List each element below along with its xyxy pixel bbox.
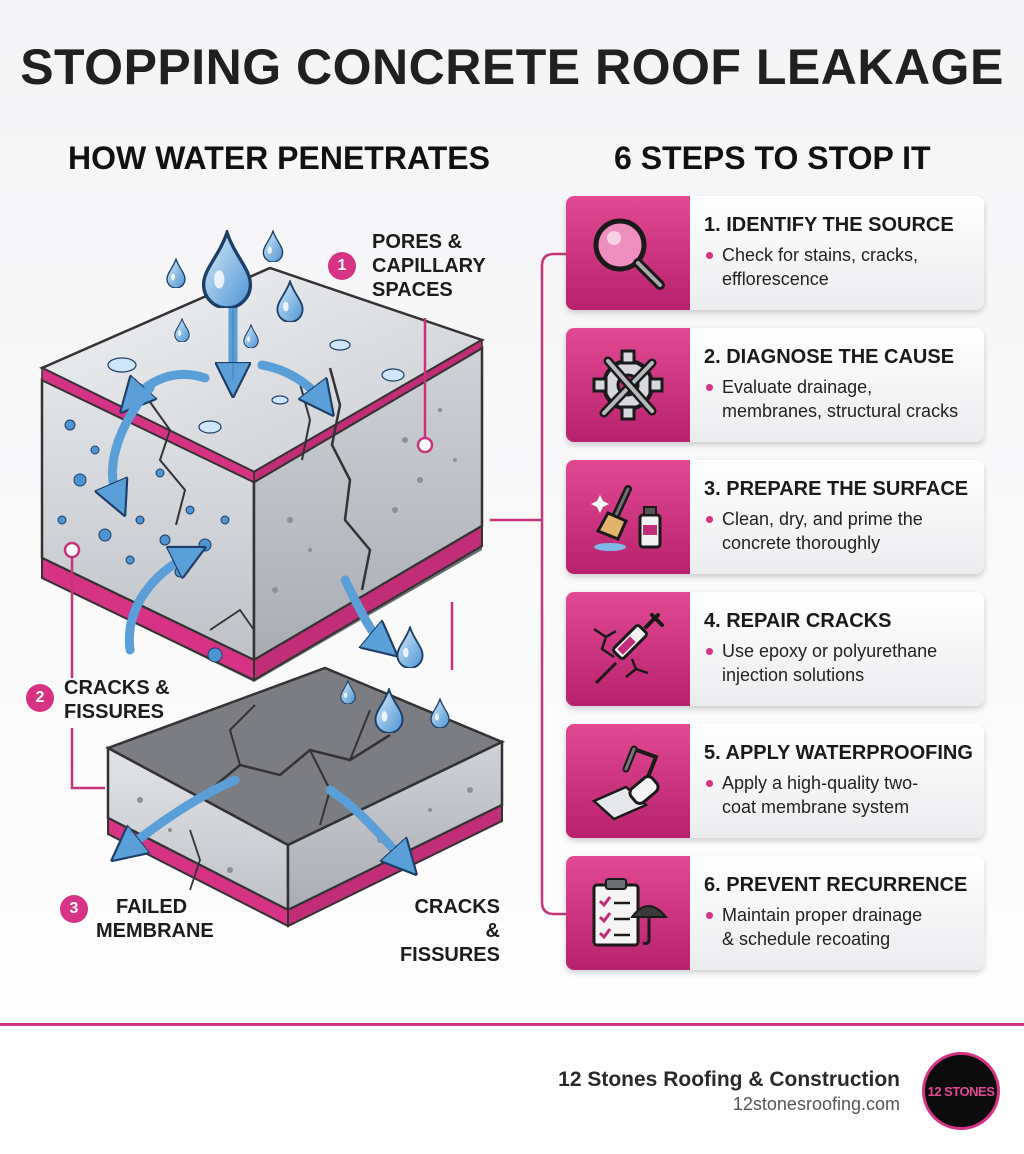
callout-cracks-2: CRACKS & FISSURES <box>380 895 500 967</box>
brush-bottle-icon <box>566 460 690 574</box>
company-name: 12 Stones Roofing & Construction <box>558 1068 900 1091</box>
step-title: 2. DIAGNOSE THE CAUSE <box>704 346 955 368</box>
step-title: 5. APPLY WATERPROOFING <box>704 742 973 764</box>
company-logo: 12 STONES <box>922 1052 1000 1130</box>
step-prevent-recurrence: 6. PREVENT RECURRENCE Maintain proper dr… <box>566 856 984 970</box>
callout-cracks-1: 2 CRACKS & FISSURES <box>26 676 170 724</box>
callout-text: & FISSURES <box>399 920 500 966</box>
water-flow-arrows <box>113 295 405 862</box>
callout-text: MEMBRANE <box>96 920 214 942</box>
callout-text: CRACKS <box>414 896 500 918</box>
callout-text: SPACES <box>372 279 453 301</box>
step-description: Check for stains, cracks,efflorescence <box>704 243 954 291</box>
callout-number: 1 <box>328 252 356 280</box>
syringe-icon <box>566 592 690 706</box>
step-apply-waterproofing: 5. APPLY WATERPROOFING Apply a high-qual… <box>566 724 984 838</box>
step-title: 1. IDENTIFY THE SOURCE <box>704 214 954 236</box>
paint-roller-icon <box>566 724 690 838</box>
callout-lines <box>63 318 454 790</box>
callout-text: FAILED <box>116 896 188 918</box>
left-heading: HOW WATER PENETRATES <box>68 140 490 176</box>
callout-text: CRACKS & <box>64 677 170 699</box>
step-title: 6. PREVENT RECURRENCE <box>704 874 968 896</box>
company-url[interactable]: 12stonesroofing.com <box>732 1094 900 1114</box>
step-title: 3. PREPARE THE SURFACE <box>704 478 969 500</box>
footer: 12 Stones Roofing & Construction 12stone… <box>0 1026 1024 1154</box>
magnifier-icon <box>566 196 690 310</box>
step-description: Maintain proper drainage& schedule recoa… <box>704 903 967 951</box>
step-diagnose-cause: 2. DIAGNOSE THE CAUSE Evaluate drainage,… <box>566 328 984 442</box>
step-repair-cracks: 4. REPAIR CRACKS Use epoxy or polyuretha… <box>566 592 984 706</box>
lower-slab <box>104 666 506 928</box>
callout-text: FISSURES <box>64 701 165 723</box>
gear-wrench-icon <box>566 328 690 442</box>
steps-bracket <box>490 252 566 916</box>
footer-divider <box>0 1023 1024 1026</box>
callout-number: 3 <box>60 895 88 923</box>
step-prepare-surface: 3. PREPARE THE SURFACE Clean, dry, and p… <box>566 460 984 574</box>
right-heading: 6 STEPS TO STOP IT <box>614 140 931 176</box>
callout-pores: 1 PORES & CAPILLARY SPACES <box>328 230 486 302</box>
step-description: Evaluate drainage,membranes, structural … <box>704 375 958 423</box>
page-title: STOPPING CONCRETE ROOF LEAKAGE <box>20 39 1004 95</box>
step-identify-source: 1. IDENTIFY THE SOURCE Check for stains,… <box>566 196 984 310</box>
step-description: Apply a high-quality two-coat membrane s… <box>704 771 973 819</box>
callout-number: 2 <box>26 684 54 712</box>
step-title: 4. REPAIR CRACKS <box>704 610 892 632</box>
callout-text: CAPILLARY <box>372 255 486 277</box>
upper-slab <box>39 266 486 682</box>
callout-text: PORES & <box>372 231 463 253</box>
callout-membrane: 3 FAILED MEMBRANE <box>60 895 214 943</box>
checklist-umbrella-icon <box>566 856 690 970</box>
company-info: 12 Stones Roofing & Construction 12stone… <box>558 1068 900 1115</box>
concrete-slab-diagram <box>39 230 506 928</box>
